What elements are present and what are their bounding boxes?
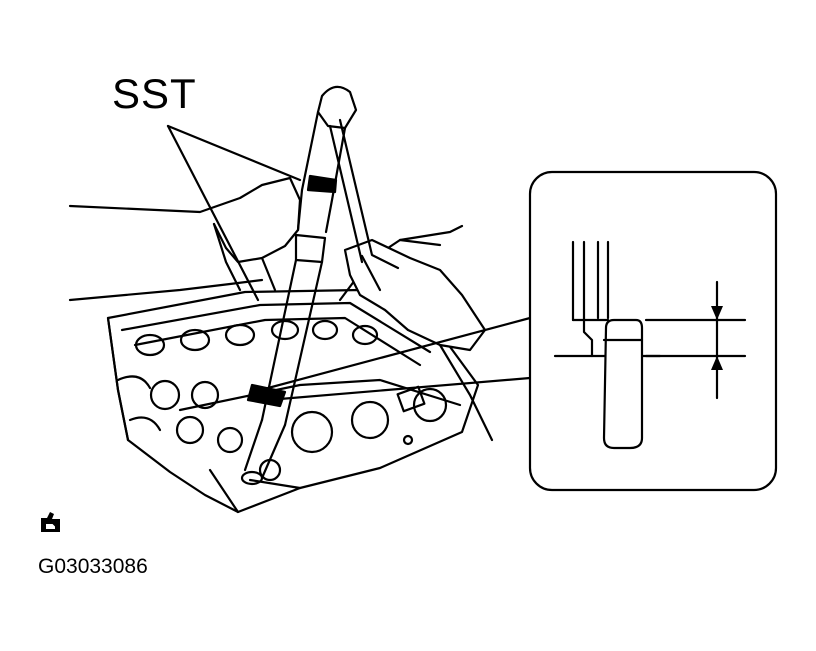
sst-bar — [328, 118, 400, 270]
sst-leader-lines — [166, 124, 302, 302]
right-hand — [343, 238, 494, 442]
dimension-arrows — [711, 306, 723, 370]
left-hand — [68, 176, 302, 302]
sst-shaft — [240, 383, 287, 486]
figure-id: G03033086 — [38, 555, 148, 578]
cylinder-head — [106, 224, 480, 514]
inset-pointer — [266, 316, 532, 402]
sst-label: SST — [112, 70, 197, 117]
wrench-icon — [41, 512, 60, 532]
inset-box — [528, 170, 778, 492]
sst-handle — [260, 85, 358, 427]
